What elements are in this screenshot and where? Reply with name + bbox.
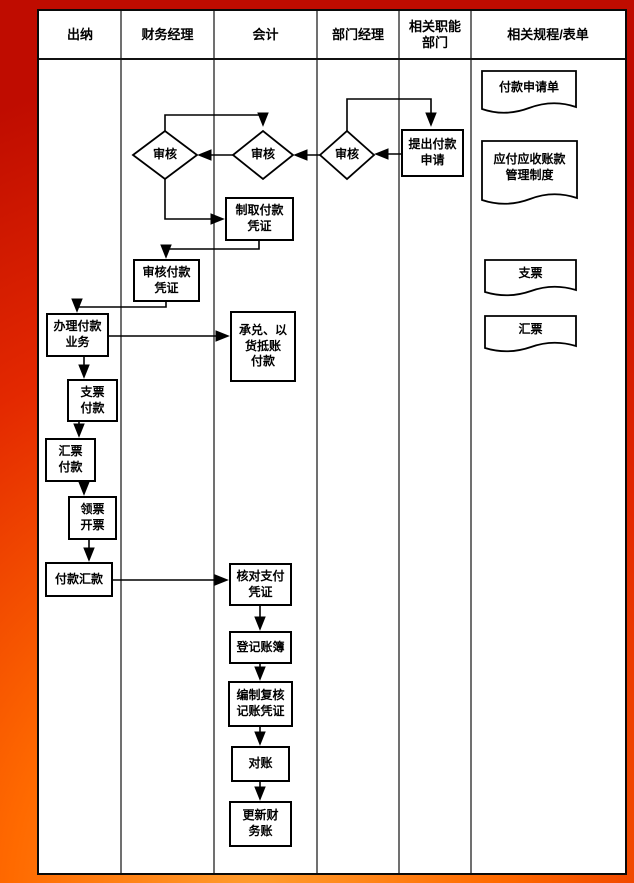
document-label-line: 应付应收账款 — [493, 152, 566, 167]
step-label-line: 领票 — [80, 502, 105, 517]
connector-reject-to-accountant — [164, 112, 269, 131]
document-payment-request-form: 付款申请单 — [482, 73, 576, 103]
step-acceptance-goods-offset: 承兑、以 货抵账 付款 — [230, 311, 296, 382]
step-label-line: 办理付款 — [53, 319, 102, 334]
step-label-line: 审核付款 — [142, 264, 191, 279]
step-payment-remittance: 付款汇款 — [45, 562, 113, 597]
document-draft: 汇票 — [485, 318, 576, 342]
step-handle-payment: 办理付款 业务 — [46, 313, 109, 357]
lane-header-label: 部门经理 — [331, 26, 384, 42]
step-label-line: 申请 — [420, 153, 445, 167]
connectors — [71, 98, 437, 801]
document-label-line: 管理制度 — [505, 168, 554, 182]
step-label-line: 付款 — [80, 400, 105, 415]
step-review-payment-voucher: 审核付款 凭证 — [133, 259, 200, 302]
lane-header-related-depts: 相关职能部门 — [399, 11, 471, 59]
step-label-line: 凭证 — [248, 584, 273, 599]
step-label-line: 更新财 — [242, 808, 279, 823]
step-label-line: 登记账簿 — [236, 639, 285, 654]
document-shapes — [481, 70, 578, 353]
step-submit-payment-request: 提出付款 申请 — [401, 129, 464, 177]
decision-label: 审核 — [152, 147, 177, 162]
step-label-line: 对账 — [248, 756, 273, 771]
connector-reject-to-submit — [346, 98, 437, 131]
step-label-line: 付款 — [250, 354, 275, 369]
lane-header-label: 会计 — [252, 26, 279, 42]
step-label-line: 汇票 — [58, 444, 83, 459]
step-label-line: 凭证 — [154, 280, 179, 295]
step-label-line: 务账 — [248, 824, 273, 838]
step-prepare-payment-voucher: 制取付款 凭证 — [225, 197, 294, 241]
document-shape-draft — [484, 315, 577, 353]
step-cheque-payment: 支票 付款 — [67, 379, 118, 422]
document-label-line: 付款申请单 — [498, 80, 559, 95]
document-label-line: 支票 — [518, 266, 543, 281]
step-draft-payment: 汇票 付款 — [45, 438, 96, 482]
lane-header-dept-manager: 部门经理 — [317, 11, 399, 59]
flowchart-canvas — [39, 11, 625, 873]
lane-header-cashier: 出纳 — [39, 11, 121, 59]
step-label-line: 支票 — [80, 384, 105, 399]
decision-shapes — [131, 129, 376, 181]
step-label-line: 记账凭证 — [236, 704, 285, 718]
lane-header-label: 财务经理 — [141, 26, 194, 42]
lane-header-label: 相关规程/表单 — [507, 26, 589, 42]
connector-prepare-to-review — [160, 241, 260, 259]
decision-label: 审核 — [250, 147, 275, 162]
decision-label: 审核 — [334, 147, 359, 162]
diamond-finance-manager-review — [131, 129, 199, 181]
flowchart-sheet: 出纳 财务经理 会计 部门经理 相关职能部门 相关规程/表单 审核 审核 审核 … — [37, 9, 627, 875]
step-collect-issue-ticket: 领票 开票 — [68, 496, 117, 540]
lane-header-finance-manager: 财务经理 — [121, 11, 214, 59]
step-label-line: 付款 — [58, 460, 83, 474]
step-label-line: 开票 — [80, 518, 105, 532]
document-label-line: 汇票 — [518, 322, 543, 337]
step-register-books: 登记账簿 — [229, 631, 292, 664]
document-cheque: 支票 — [485, 262, 576, 286]
step-label-line: 承兑、以 — [238, 323, 287, 338]
connector-finmgr-to-prepare — [164, 179, 225, 225]
step-label-line: 核对支付 — [236, 568, 285, 583]
lane-header-accountant: 会计 — [214, 11, 317, 59]
connector-review-to-handle — [71, 298, 167, 313]
decision-finance-manager-review: 审核 — [135, 143, 195, 167]
step-label-line: 提出付款 — [408, 137, 457, 152]
step-label-line: 业务 — [65, 335, 90, 349]
decision-dept-manager-review: 审核 — [317, 143, 377, 167]
document-shape-cheque — [484, 259, 577, 297]
lane-header-label: 相关职能部门 — [408, 18, 461, 50]
diamond-accountant-review — [231, 129, 295, 181]
step-label-line: 凭证 — [247, 219, 272, 233]
step-reconcile: 对账 — [231, 746, 290, 782]
document-ap-ar-policy: 应付应收账款 管理制度 — [482, 147, 577, 189]
step-label-line: 货抵账 — [244, 338, 281, 353]
step-prepare-review-entry: 编制复核 记账凭证 — [228, 681, 293, 727]
document-shape-ap-ar-policy — [481, 140, 578, 205]
step-label-line: 制取付款 — [235, 203, 284, 218]
diamond-dept-manager-review — [318, 129, 376, 181]
lane-header-related-docs: 相关规程/表单 — [471, 11, 625, 59]
decision-accountant-review: 审核 — [233, 143, 293, 167]
lane-header-label: 出纳 — [66, 26, 93, 42]
step-update-accounts: 更新财 务账 — [229, 801, 292, 847]
step-label-line: 编制复核 — [236, 688, 285, 703]
document-shape-payment-request-form — [481, 70, 577, 114]
step-label-line: 付款汇款 — [54, 571, 103, 586]
step-verify-payment-voucher: 核对支付 凭证 — [229, 563, 292, 606]
